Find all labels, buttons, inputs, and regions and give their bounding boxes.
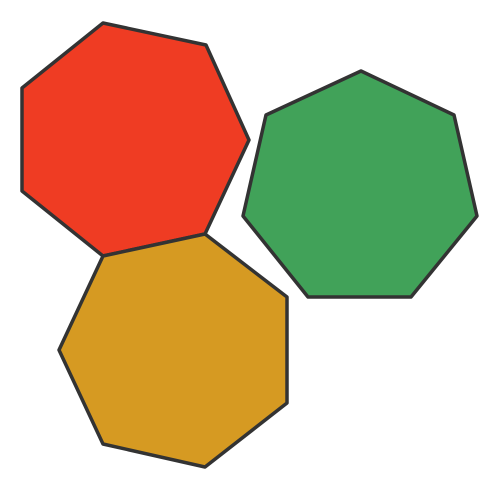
octagon-orange: [57, 232, 289, 469]
heptagon-red: [20, 21, 251, 258]
heptagon-green: [241, 69, 479, 299]
